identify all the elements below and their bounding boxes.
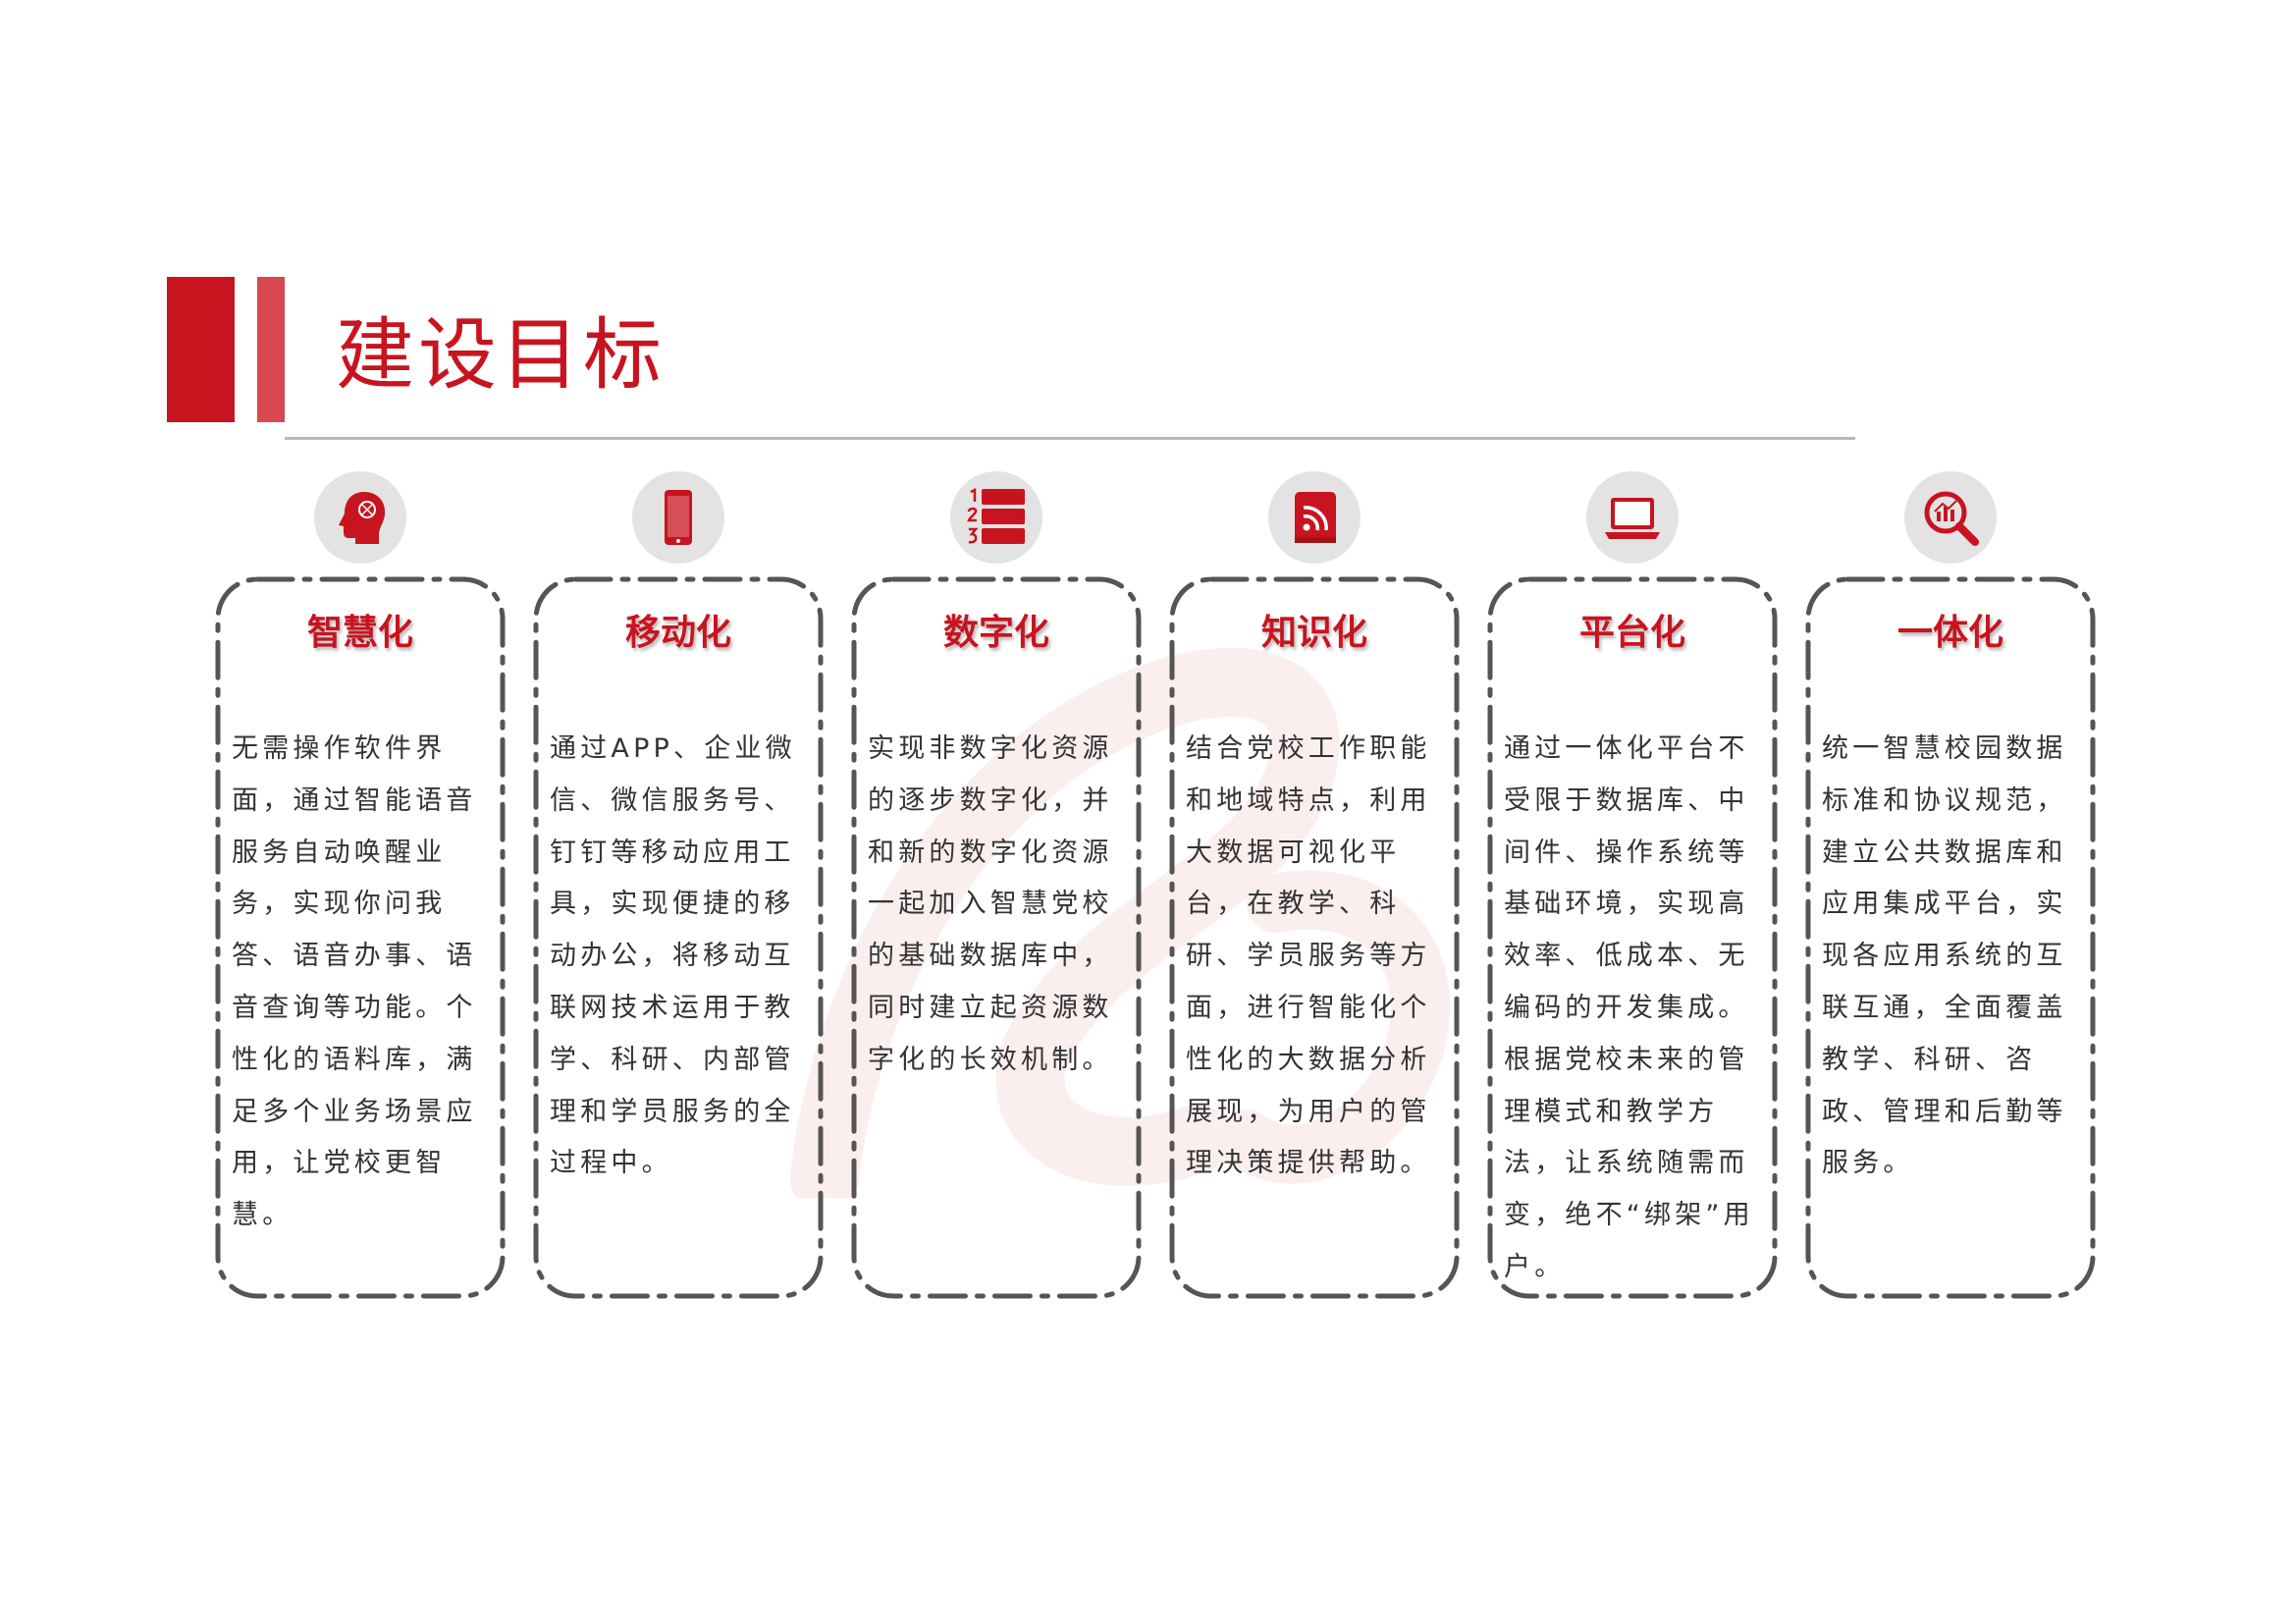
goal-card-digital: 数字化 实现非数字化资源的逐步数字化，并和新的数字化资源一起加入智慧党校的基础数… [849,471,1144,1301]
laptop-icon [1605,498,1660,539]
card-icon-badge [632,471,724,564]
card-description: 结合党校工作职能和地域特点，利用大数据可视化平台，在教学、科研、学员服务等方面，… [1186,733,1431,1179]
card-frame [533,576,824,1299]
card-title: 知识化 [1260,613,1367,653]
card-frame [851,576,1142,1299]
goal-card-integration: 一体化 统一智慧校园数据标准和协议规范，建立公共数据库和应用集成平台，实现各应用… [1803,471,2098,1301]
goal-card-platform: 平台化 通过一体化平台不受限于数据库、中间件、操作系统等基础环境，实现高效率、低… [1485,471,1780,1301]
card-icon-badge [1904,471,1997,564]
title-accent-bar-dark [167,277,235,422]
title-accent-bar-light [257,277,285,422]
card-description: 统一智慧校园数据标准和协议规范，建立公共数据库和应用集成平台，实现各应用系统的互… [1822,733,2067,1179]
chart-magnifier-icon [1924,491,1979,546]
rss-book-icon [1295,492,1336,543]
card-icon-badge [950,471,1042,564]
card-description: 通过APP、企业微信、微信服务号、钉钉等移动应用工具，实现便捷的移动办公，将移动… [550,733,796,1179]
card-icon-badge [1268,471,1361,564]
goal-card-intelligent: 智慧化 无需操作软件界面，通过智能语音服务自动唤醒业务，实现你问我答、语音办事、… [213,471,507,1301]
card-title: 数字化 [942,613,1049,653]
card-description: 实现非数字化资源的逐步数字化，并和新的数字化资源一起加入智慧党校的基础数据库中，… [868,733,1113,1075]
card-title: 一体化 [1896,613,2003,653]
card-description: 通过一体化平台不受限于数据库、中间件、操作系统等基础环境，实现高效率、低成本、无… [1504,733,1754,1282]
card-title: 智慧化 [306,613,413,653]
card-frame [1487,576,1778,1299]
card-icon-badge [314,471,406,564]
title-divider [285,437,1855,440]
mobile-phone-icon [665,490,692,545]
card-frame [215,576,506,1299]
numbered-list-icon [967,488,1025,544]
head-brain-icon [339,492,386,544]
card-description: 无需操作软件界面，通过智能语音服务自动唤醒业务，实现你问我答、语音办事、语音查询… [232,733,477,1231]
card-frame [1805,576,2096,1299]
goal-card-knowledge: 知识化 结合党校工作职能和地域特点，利用大数据可视化平台，在教学、科研、学员服务… [1167,471,1462,1301]
card-title: 移动化 [624,613,731,653]
card-title: 平台化 [1578,613,1685,653]
card-frame [1169,576,1460,1299]
card-icon-badge [1586,471,1679,564]
page-title: 建设目标 [336,309,666,401]
goal-card-mobile: 移动化 通过APP、企业微信、微信服务号、钉钉等移动应用工具，实现便捷的移动办公… [531,471,826,1301]
